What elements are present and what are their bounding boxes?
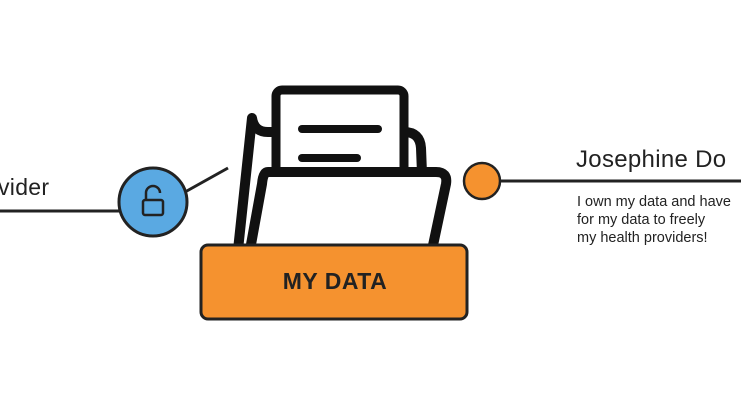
person-node [462, 161, 502, 201]
lock-to-folder-connector [184, 166, 229, 194]
left-node-label: vider [0, 174, 50, 200]
person-name: Josephine Do [576, 146, 727, 173]
person-description-line: I own my data and have [577, 194, 731, 210]
lock-node [117, 166, 189, 238]
person-description-line: for my data to freely [577, 212, 706, 228]
my-data-label: MY DATA [282, 268, 388, 294]
my-data-tray [199, 243, 469, 321]
folder-icon [199, 85, 469, 321]
person-description-line: my health providers! [577, 230, 708, 246]
lock-icon [141, 184, 165, 217]
